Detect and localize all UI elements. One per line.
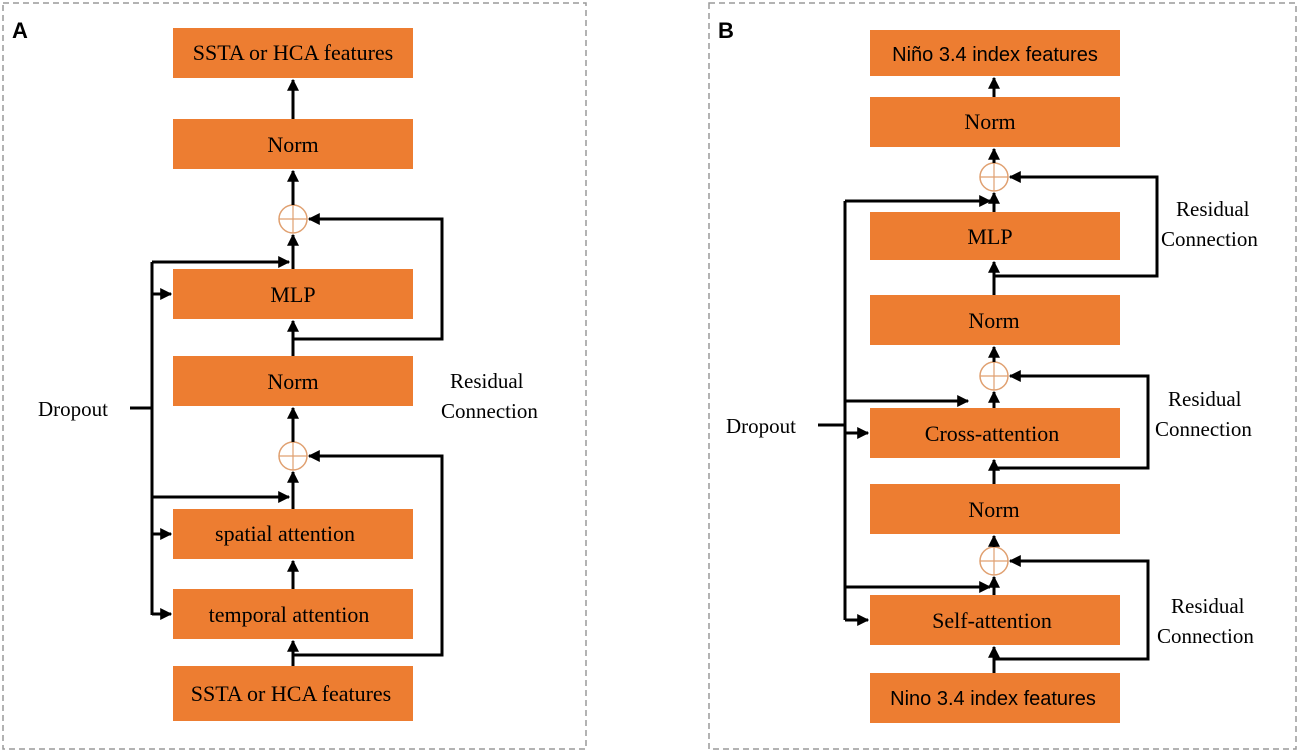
panel-b-cross-box: Cross-attention — [870, 408, 1120, 458]
panel-b-output-label: Niño 3.4 index features — [892, 44, 1098, 66]
panel-b-residual-1-line2: Connection — [1161, 227, 1258, 251]
panel-a-residual-label-line1: Residual — [450, 369, 524, 393]
panel-b-norm-top-label: Norm — [964, 109, 1015, 134]
panel-b-cross-label: Cross-attention — [925, 421, 1059, 446]
panel-a-border — [2, 2, 587, 750]
panel-a-output-box: SSTA or HCA features — [173, 28, 413, 78]
panel-a-dropout-lines — [130, 256, 291, 620]
panel-b-mlp-box: MLP — [870, 212, 1120, 260]
panel-a-norm-mid-label: Norm — [267, 369, 318, 394]
panel-b-dropout-label: Dropout — [726, 414, 796, 438]
panel-a-sum-node-top — [278, 204, 308, 234]
panel-b-input-box: Nino 3.4 index features — [870, 673, 1120, 723]
panel-a-mlp-box: MLP — [173, 269, 413, 319]
panel-b-sum-node-top — [979, 162, 1009, 192]
panel-a-temporal-box: temporal attention — [173, 589, 413, 639]
panel-a-input-box: SSTA or HCA features — [173, 666, 413, 721]
panel-a-sum-node-bottom — [278, 441, 308, 471]
panel-b: B Niño 3.4 index features Norm MLP Norm … — [708, 2, 1297, 750]
panel-b-norm-3-label: Norm — [968, 497, 1019, 522]
panel-b-self-box: Self-attention — [870, 595, 1120, 645]
panel-b-dropout-lines — [818, 195, 992, 626]
panel-b-norm-2-box: Norm — [870, 295, 1120, 345]
panel-a-norm-mid-box: Norm — [173, 356, 413, 406]
panel-a-norm-top-label: Norm — [267, 132, 318, 157]
panel-a-letter: A — [12, 18, 28, 43]
panel-a-spatial-label: spatial attention — [215, 521, 355, 546]
panel-a-dropout-label: Dropout — [38, 397, 108, 421]
panel-b-norm-3-box: Norm — [870, 484, 1120, 534]
panel-b-output-box: Niño 3.4 index features — [870, 30, 1120, 76]
panel-a: A SSTA or HCA features Norm MLP Norm spa… — [2, 2, 587, 750]
panel-a-norm-top-box: Norm — [173, 119, 413, 169]
panel-a-output-label: SSTA or HCA features — [193, 40, 394, 65]
panel-a-mlp-label: MLP — [270, 282, 315, 307]
panel-b-letter: B — [718, 18, 734, 43]
panel-b-residual-2-line1: Residual — [1168, 387, 1242, 411]
panel-b-sum-node-mid — [979, 361, 1009, 391]
panel-b-self-label: Self-attention — [932, 608, 1052, 633]
panel-b-residual-lines — [994, 171, 1159, 661]
panel-a-temporal-label: temporal attention — [209, 602, 370, 627]
panel-b-residual-3-line1: Residual — [1171, 594, 1245, 618]
panel-b-border — [708, 2, 1297, 750]
panel-a-input-label: SSTA or HCA features — [191, 681, 392, 706]
panel-b-residual-3-line2: Connection — [1157, 624, 1254, 648]
panel-b-sum-node-bottom — [979, 546, 1009, 576]
panel-b-mlp-label: MLP — [967, 224, 1012, 249]
panel-b-input-label: Nino 3.4 index features — [890, 688, 1096, 710]
panel-b-norm-top-box: Norm — [870, 97, 1120, 147]
panel-a-spatial-box: spatial attention — [173, 509, 413, 559]
panel-b-residual-1-line1: Residual — [1176, 197, 1250, 221]
panel-a-residual-label-line2: Connection — [441, 399, 538, 423]
panel-b-residual-2-line2: Connection — [1155, 417, 1252, 441]
panel-a-residual-lines — [293, 213, 444, 657]
panel-b-norm-2-label: Norm — [968, 308, 1019, 333]
